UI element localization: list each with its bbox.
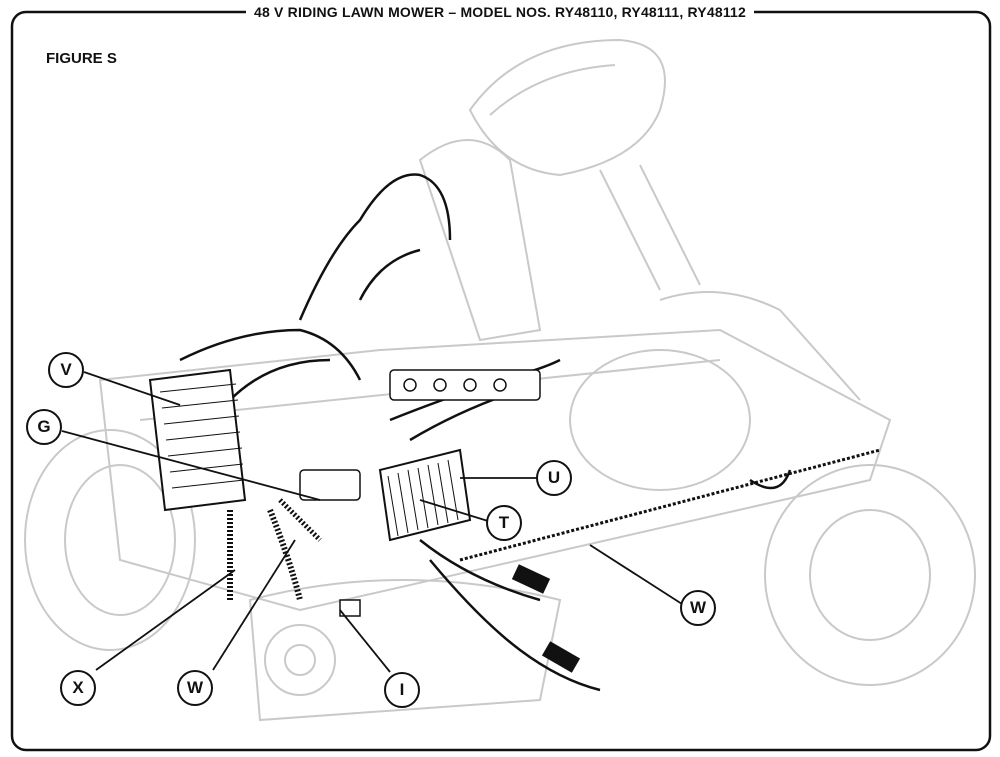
callout-w-right: W bbox=[680, 590, 716, 626]
mower-ghost-outline bbox=[24, 38, 976, 722]
leader-lines bbox=[61, 371, 683, 673]
header-title: 48 V RIDING LAWN MOWER – MODEL NOS. RY48… bbox=[0, 4, 1000, 20]
callout-g: G bbox=[26, 409, 62, 445]
callout-u: U bbox=[536, 460, 572, 496]
header-title-text: 48 V RIDING LAWN MOWER – MODEL NOS. RY48… bbox=[245, 4, 754, 20]
corrugated-conduit bbox=[227, 498, 322, 601]
wiring-harness bbox=[179, 173, 881, 692]
callout-i: I bbox=[384, 672, 420, 708]
callout-t: T bbox=[486, 505, 522, 541]
callout-w-left: W bbox=[177, 670, 213, 706]
heatsink-module-u bbox=[378, 448, 472, 542]
controller-v bbox=[148, 368, 247, 512]
switch-panel bbox=[299, 369, 541, 617]
callout-v: V bbox=[48, 352, 84, 388]
callout-x: X bbox=[60, 670, 96, 706]
figure-label: FIGURE S bbox=[46, 50, 117, 67]
